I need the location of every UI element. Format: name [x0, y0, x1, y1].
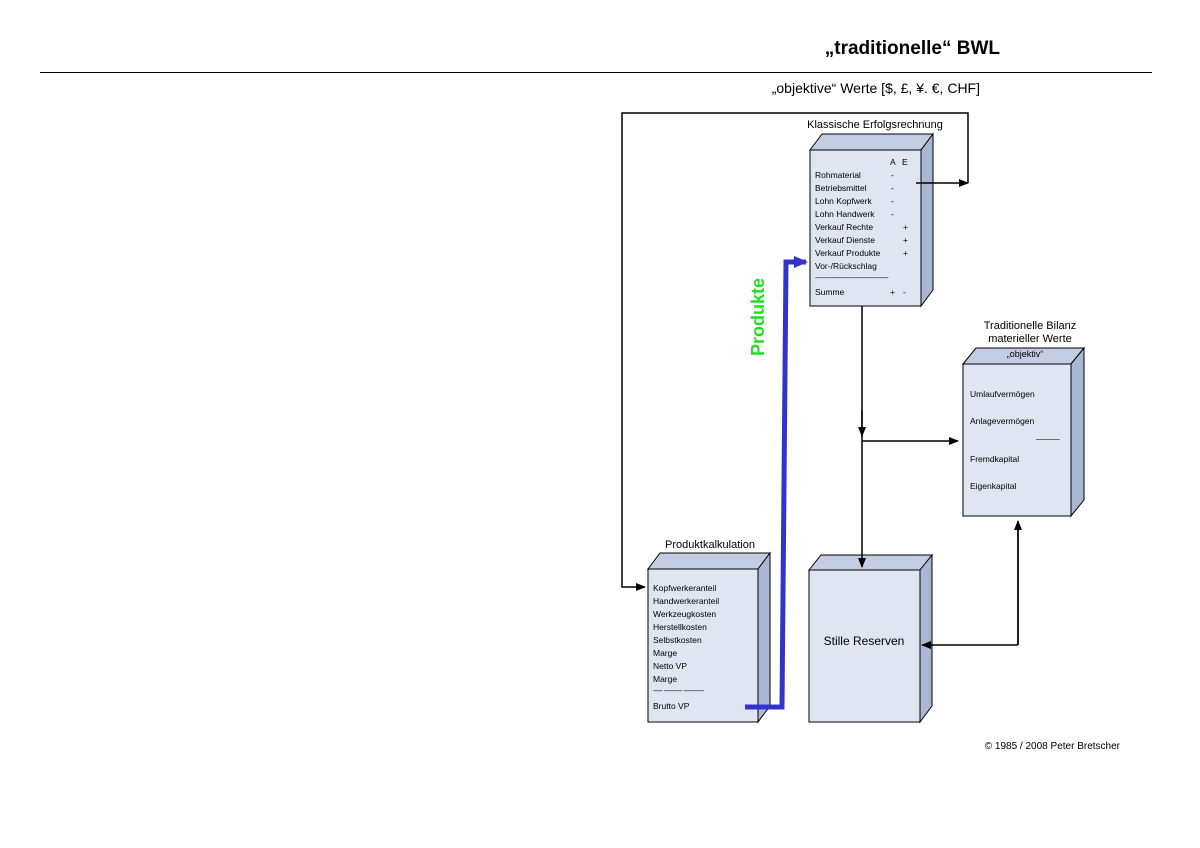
bilanz-tag: „objektiv“	[1006, 349, 1044, 359]
erfolg-row-mark: -	[891, 196, 894, 206]
bilanz-title-line2: materieller Werte	[988, 333, 1072, 345]
bilanz-title-line1: Traditionelle Bilanz	[983, 320, 1077, 332]
kalkulation-final: Brutto VP	[653, 701, 690, 711]
title-divider	[40, 72, 1152, 73]
erfolg-row-label: Lohn Kopfwerk	[815, 196, 872, 206]
kalkulation-divider: ----- ---------- -----------	[653, 688, 704, 695]
kalkulation-title: Produktkalkulation	[665, 539, 755, 551]
erfolg-row-label: Verkauf Rechte	[815, 222, 874, 232]
erfolg-row-mark: +	[903, 248, 908, 258]
erfolg-row-label: Vor-/Rückschlag	[815, 261, 877, 271]
loop-arrow-erfolg-to-kalkulation	[621, 112, 969, 591]
erfolg-row-label: Verkauf Produkte	[815, 248, 881, 258]
erfolg-divider: ----------------------------------------	[815, 275, 889, 282]
erfolg-sum-a: +	[890, 287, 895, 297]
kalkulation-row: Selbstkosten	[653, 635, 702, 645]
erfolg-row-label: Lohn Handwerk	[815, 209, 875, 219]
page-title: „traditionelle“ BWL	[824, 38, 1000, 59]
bilanz-item: Umlaufvermögen	[970, 389, 1035, 399]
kalkulation-row: Marge	[653, 674, 678, 684]
erfolg-row-mark: +	[903, 222, 908, 232]
reserven-box	[807, 553, 934, 724]
erfolg-row-label: Rohmaterial	[815, 170, 861, 180]
produkte-flow-arrow	[745, 256, 808, 710]
erfolg-col-a: A	[890, 157, 896, 167]
erfolg-row-mark: +	[903, 235, 908, 245]
erfolg-col-e: E	[902, 157, 908, 167]
erfolg-sum-e: -	[903, 287, 906, 297]
bilanz-separator: _____	[1036, 430, 1060, 440]
kalkulation-row: Marge	[653, 648, 678, 658]
erfolg-row-label: Verkauf Dienste	[815, 235, 876, 245]
erfolg-row-label: Betriebsmittel	[815, 183, 867, 193]
erfolgsrechnung-box	[809, 132, 934, 308]
erfolg-row-mark: -	[891, 209, 894, 219]
reserven-label: Stille Reserven	[823, 634, 905, 648]
copyright: © 1985 / 2008 Peter Bretscher	[984, 741, 1120, 752]
kalkulation-row: Herstellkosten	[653, 622, 707, 632]
kalkulation-box	[647, 551, 771, 724]
bilanz-item: Eigenkapital	[970, 481, 1017, 491]
page-subtitle: „objektive“ Werte [$, £, ¥. €, CHF]	[771, 80, 980, 96]
erfolg-sum-label: Summe	[815, 287, 845, 297]
kalkulation-row: Handwerkeranteil	[653, 596, 720, 606]
kalkulation-row: Kopfwerkeranteil	[653, 583, 717, 593]
erfolg-row-mark: -	[891, 183, 894, 193]
kalkulation-row: Netto VP	[653, 661, 688, 671]
erfolgsrechnung-title: Klassische Erfolgsrechnung	[807, 119, 943, 131]
bilanz-box	[961, 346, 1086, 518]
kalkulation-row: Werkzeugkosten	[653, 609, 717, 619]
produkte-label: Produkte	[748, 278, 768, 357]
bilanz-item: Anlagevermögen	[970, 416, 1035, 426]
erfolg-row-mark: -	[891, 170, 894, 180]
bilanz-item: Fremdkapital	[970, 454, 1020, 464]
